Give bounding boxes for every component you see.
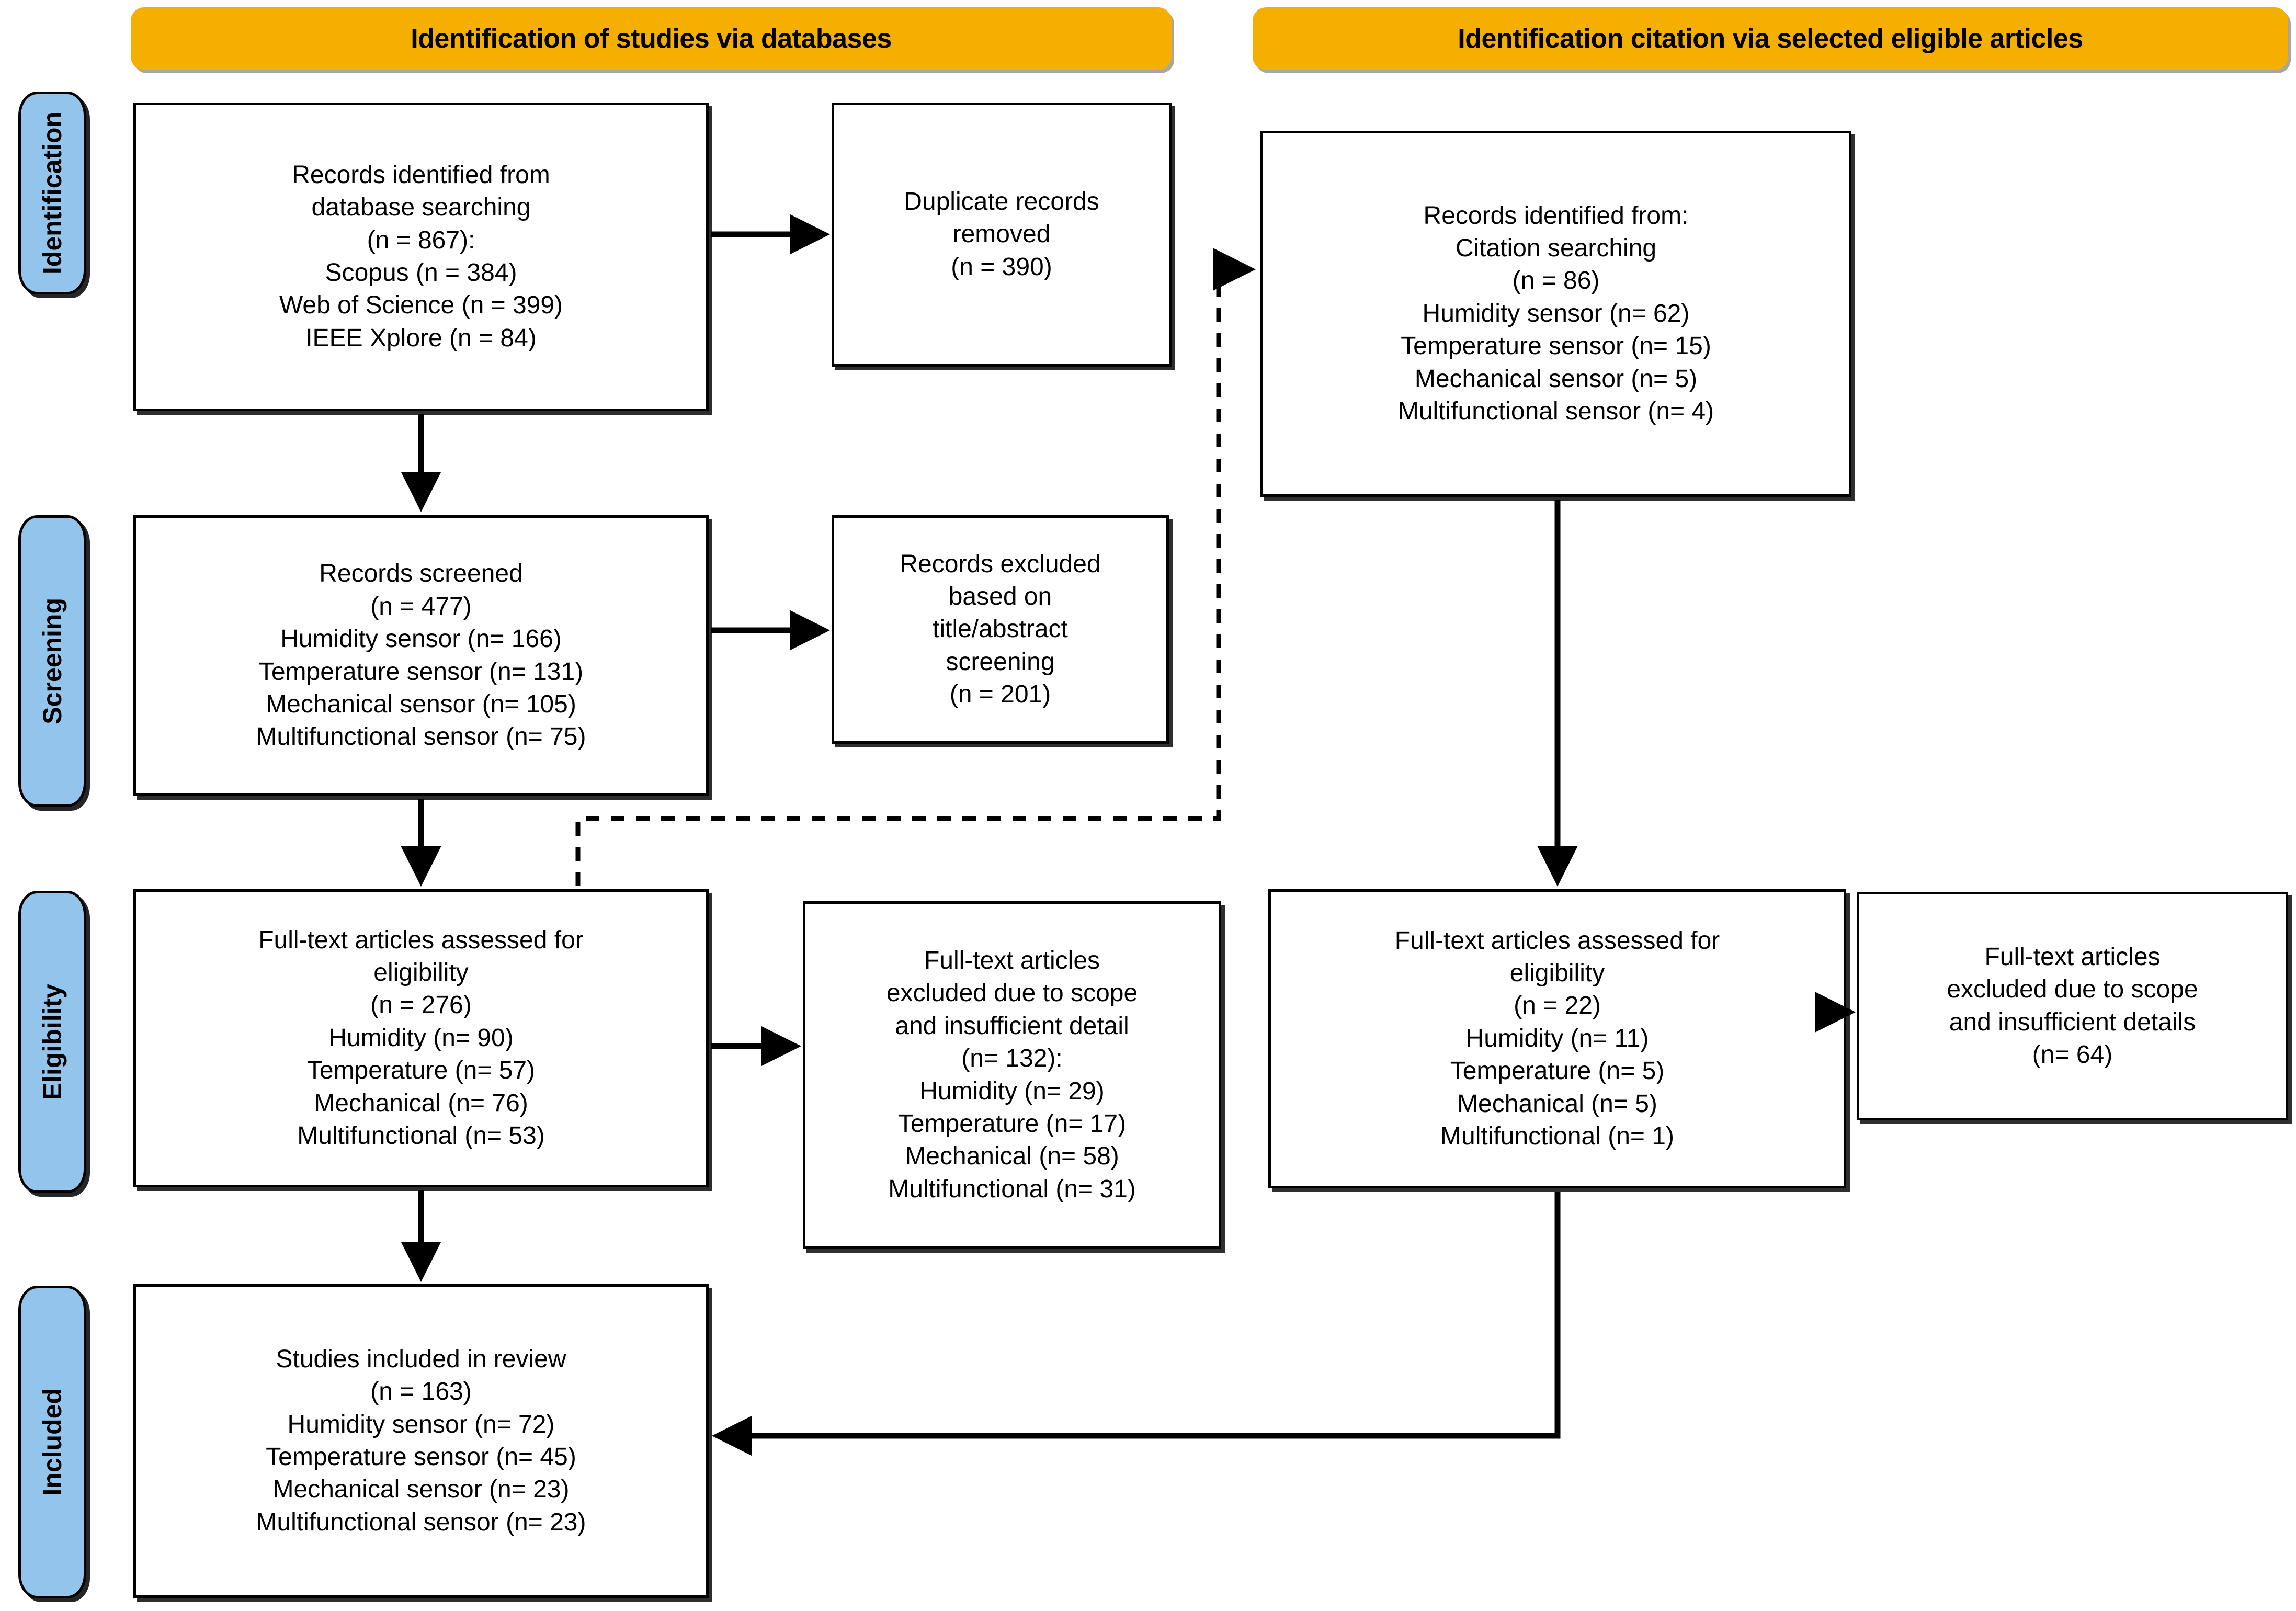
box-fulltext-assessed-databases: Full-text articles assessed for eligibil…	[133, 889, 709, 1187]
box-citation-records-identified: Records identified from: Citation search…	[1260, 131, 1851, 497]
box-records-screened-text: Records screened (n = 477) Humidity sens…	[256, 560, 586, 751]
box-fulltext-excluded-databases: Full-text articles excluded due to scope…	[803, 901, 1221, 1249]
box-fulltext-excluded-databases-text: Full-text articles excluded due to scope…	[886, 946, 1138, 1203]
box-fulltext-assessed-citations: Full-text articles assessed for eligibil…	[1268, 889, 1846, 1188]
box-studies-included: Studies included in review (n = 163) Hum…	[133, 1284, 709, 1598]
header-identification-databases: Identification of studies via databases	[131, 7, 1172, 70]
box-fulltext-assessed-databases-text: Full-text articles assessed for eligibil…	[258, 926, 584, 1150]
box-duplicate-records-removed-text: Duplicate records removed (n = 390)	[904, 187, 1099, 281]
stage-label-screening: Screening	[18, 515, 86, 807]
stage-label-eligibility: Eligibility	[18, 891, 86, 1193]
stage-label-identification: Identification	[18, 92, 86, 294]
stage-label-screening-text: Screening	[38, 598, 67, 724]
box-records-identified: Records identified from database searchi…	[133, 103, 709, 411]
box-fulltext-excluded-citations-text: Full-text articles excluded due to scope…	[1947, 943, 2198, 1069]
box-fulltext-excluded-citations: Full-text articles excluded due to scope…	[1857, 892, 2288, 1120]
box-duplicate-records-removed: Duplicate records removed (n = 390)	[832, 103, 1172, 367]
box-records-excluded-text: Records excluded based on title/abstract…	[900, 550, 1101, 709]
box-records-identified-text: Records identified from database searchi…	[279, 161, 563, 352]
box-citation-records-identified-text: Records identified from: Citation search…	[1397, 201, 1714, 425]
stage-label-included: Included	[18, 1286, 86, 1598]
header-identification-citations: Identification citation via selected eli…	[1253, 7, 2288, 70]
box-fulltext-assessed-citations-text: Full-text articles assessed for eligibil…	[1394, 926, 1720, 1150]
stage-label-eligibility-text: Eligibility	[38, 983, 67, 1101]
box-studies-included-text: Studies included in review (n = 163) Hum…	[256, 1345, 586, 1536]
box-records-screened: Records screened (n = 477) Humidity sens…	[133, 515, 709, 796]
stage-label-identification-text: Identification	[38, 111, 67, 275]
box-records-excluded: Records excluded based on title/abstract…	[832, 515, 1169, 744]
stage-label-included-text: Included	[38, 1388, 67, 1496]
